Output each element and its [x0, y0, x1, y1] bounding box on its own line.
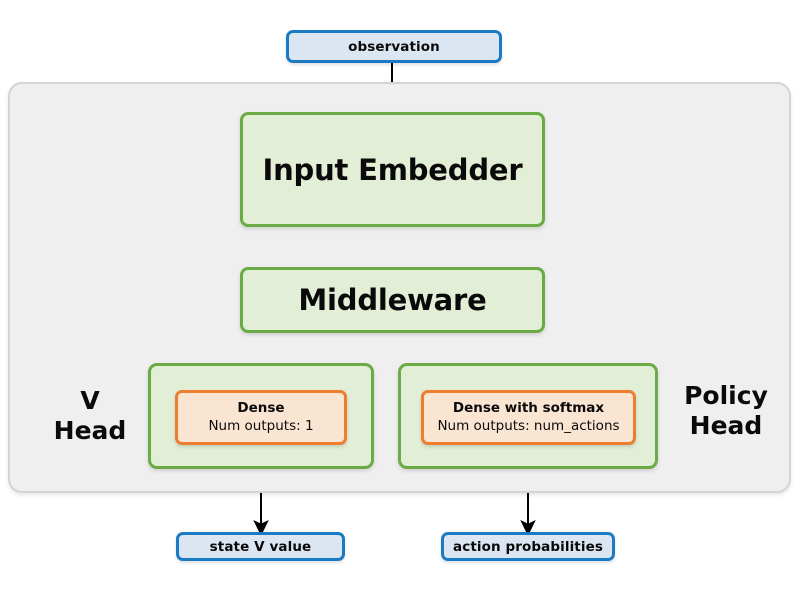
node-middleware[interactable]: Middleware — [240, 267, 545, 333]
node-state-v-value[interactable]: state V value — [176, 532, 345, 561]
state-v-value-label: state V value — [209, 538, 312, 555]
node-dense-v[interactable]: Dense Num outputs: 1 — [175, 390, 347, 445]
node-dense-softmax[interactable]: Dense with softmax Num outputs: num_acti… — [421, 390, 636, 445]
dense-softmax-title: Dense with softmax — [452, 400, 605, 417]
node-input-embedder[interactable]: Input Embedder — [240, 112, 545, 227]
input-embedder-label: Input Embedder — [262, 152, 523, 187]
observation-label: observation — [348, 38, 440, 55]
dense-v-subtitle: Num outputs: 1 — [208, 417, 314, 434]
dense-softmax-subtitle: Num outputs: num_actions — [437, 417, 620, 434]
action-probabilities-label: action probabilities — [453, 538, 603, 555]
node-action-probabilities[interactable]: action probabilities — [441, 532, 615, 561]
label-policy-head: Policy Head — [684, 381, 768, 440]
middleware-label: Middleware — [298, 283, 487, 317]
node-observation[interactable]: observation — [286, 30, 502, 63]
label-v-head: V Head — [53, 386, 127, 445]
dense-v-title: Dense — [237, 400, 285, 417]
